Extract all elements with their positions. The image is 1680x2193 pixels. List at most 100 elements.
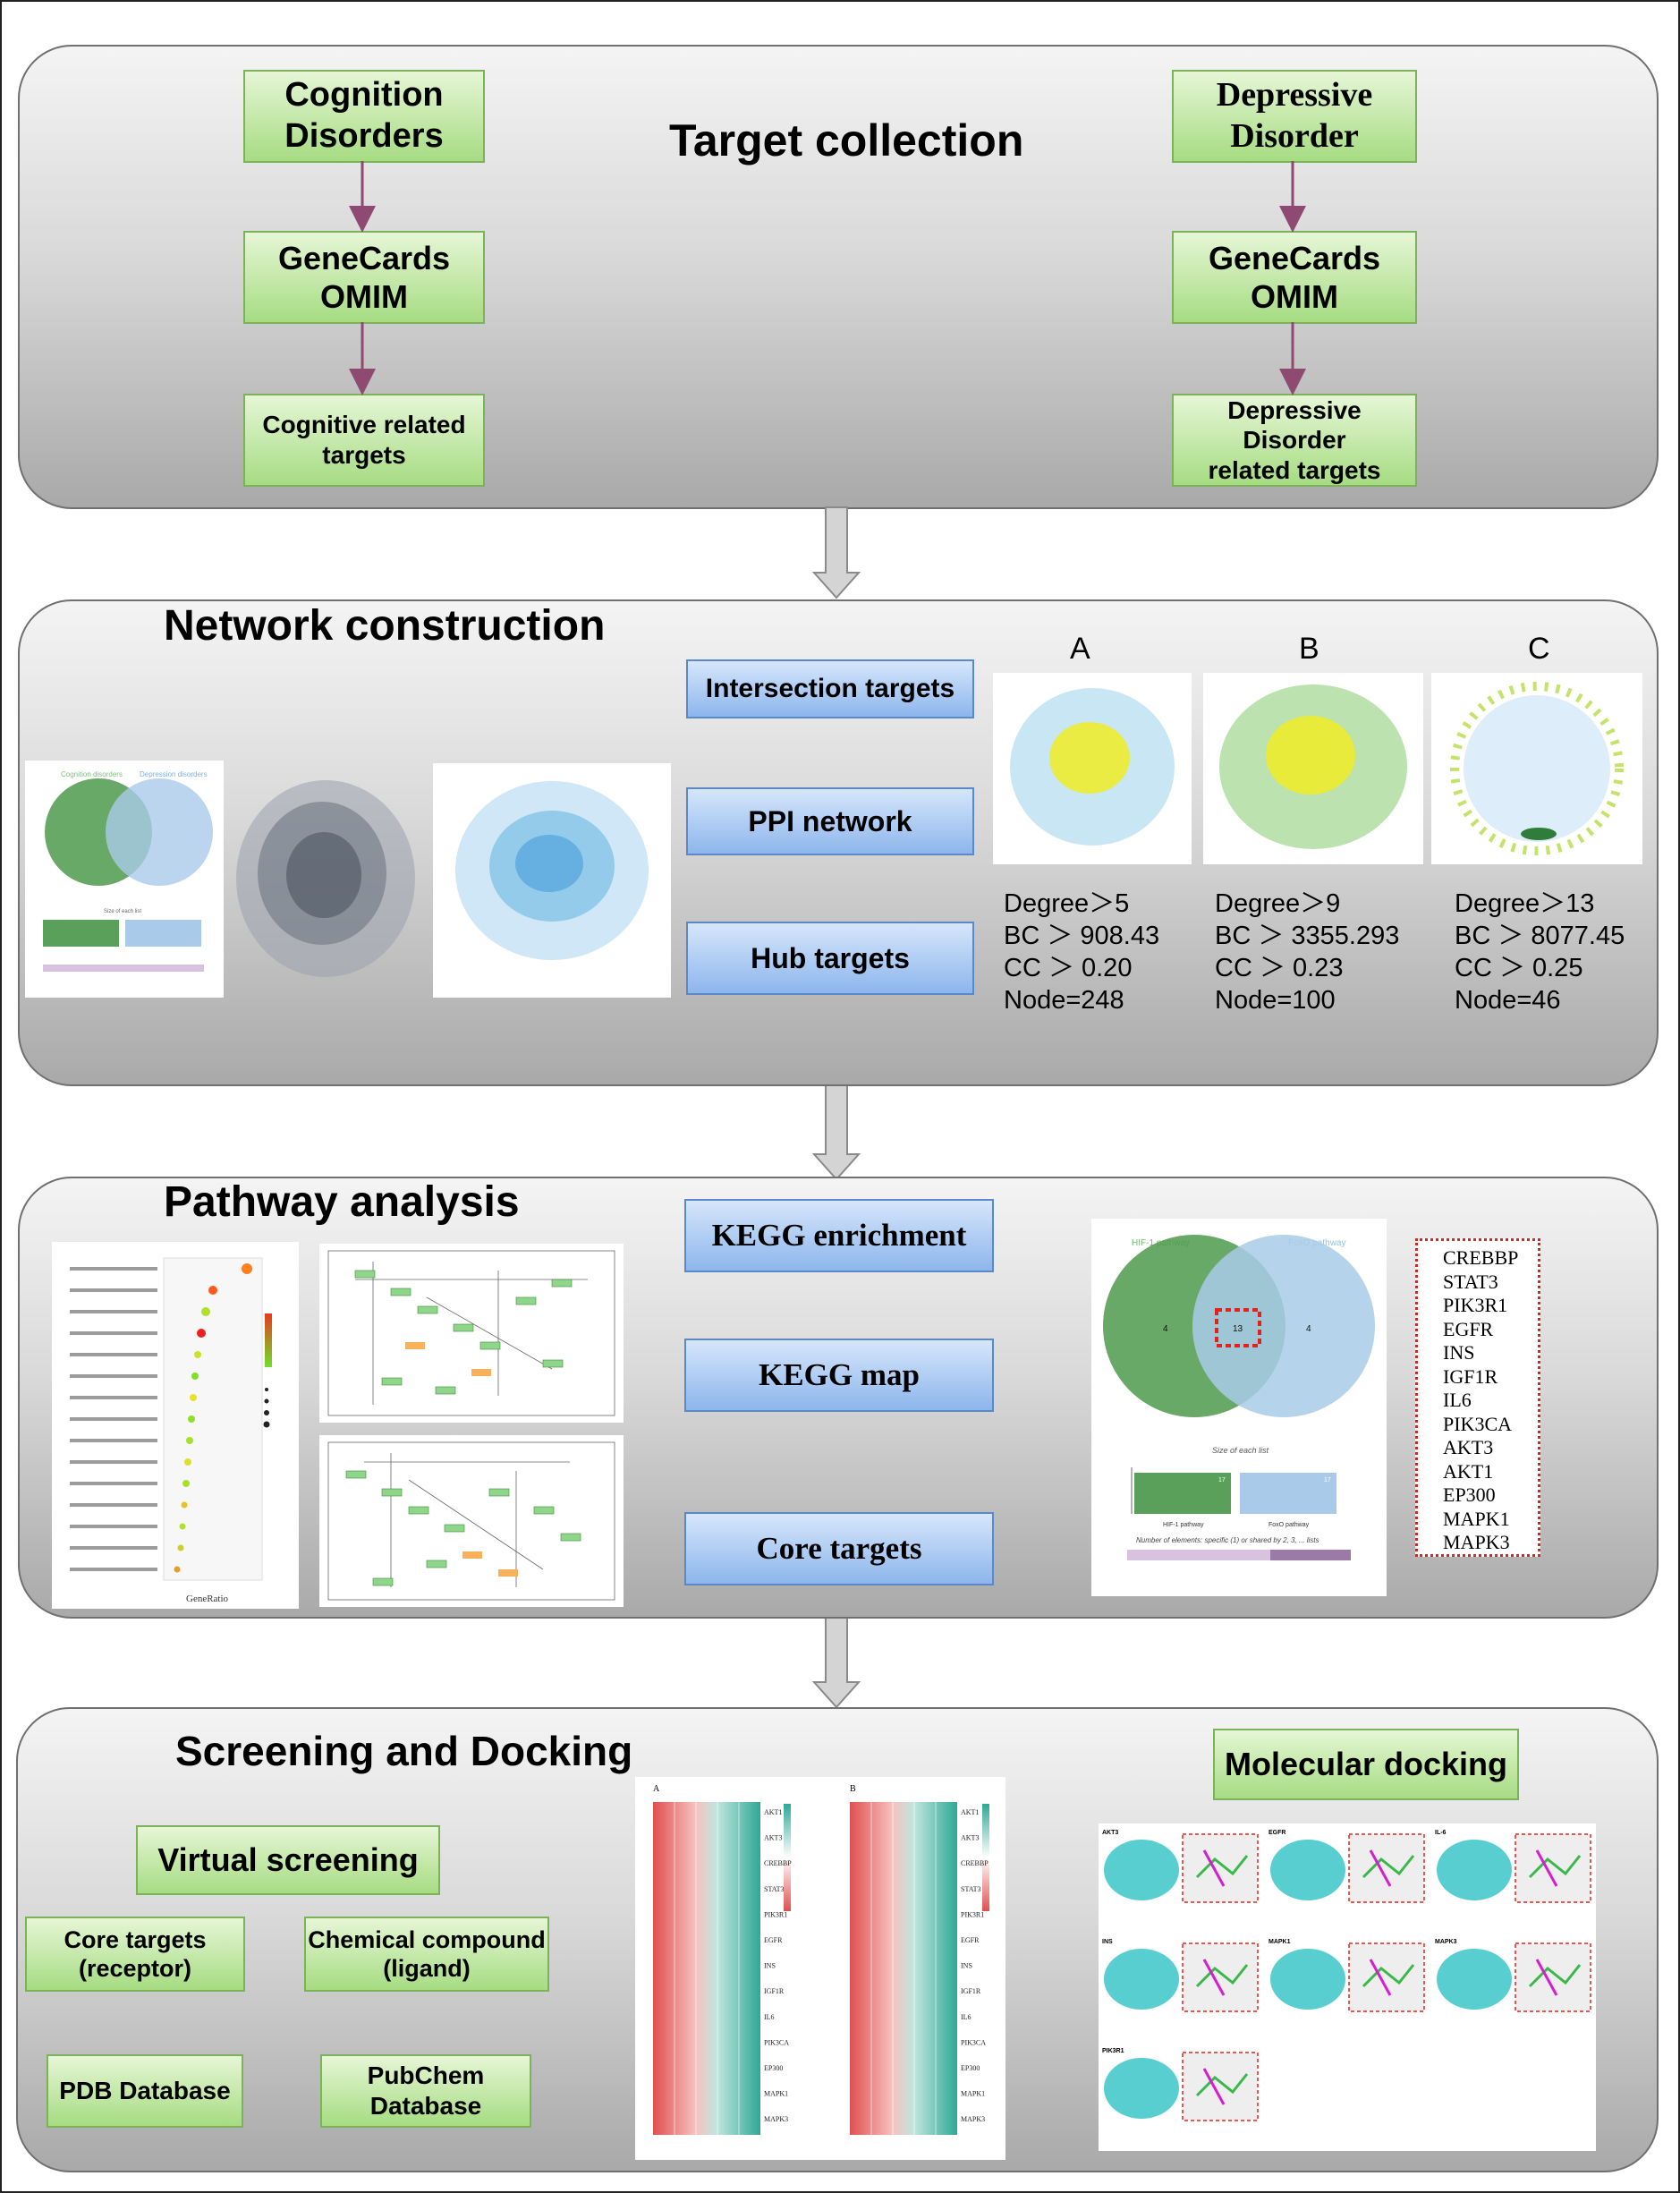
heatmap-gene-label: EGFR [764,1936,783,1944]
intersection-venn-image: Cognition disorders Depression disorders… [25,761,224,998]
heatmap-gene-label: PIK3R1 [961,1910,984,1918]
venn-mid-count: 13 [1233,1324,1243,1334]
venn-bar-label-2: FoxO pathway [1268,1522,1310,1528]
cognitive-targets-box: Cognitive related targets [243,394,485,487]
heatmap-gene-label: AKT3 [764,1834,782,1842]
genecards-omim-left-box: GeneCards OMIM [243,231,485,324]
heatmap-gene-label: MAPK3 [961,2115,985,2123]
subnetwork-b-label: B [1299,632,1319,666]
docking-cell: EGFR [1268,1830,1425,1903]
venn-bottom-caption: Number of elements: specific (1) or shar… [1136,1536,1319,1544]
subnetwork-b-stats: Degree＞9 BC ＞ 3355.293 CC ＞ 0.23 Node=10… [1215,889,1400,1015]
target-collection-title: Target collection [669,115,1024,166]
subnetwork-b-image [1203,673,1423,864]
gene-egfr: EGFR [1443,1317,1494,1340]
subnetwork-a-label: A [1070,632,1090,666]
depressive-targets-box: Depressive Disorder related targets [1172,394,1417,487]
heatmap-gene-label: EP300 [764,2064,783,2072]
gene-akt1: AKT1 [1443,1459,1494,1483]
heatmap-gene-label: STAT3 [764,1885,784,1893]
heatmap-gene-label: EGFR [961,1936,980,1944]
docking-cell: MAPK3 [1435,1939,1591,2012]
heatmap-gene-label: AKT1 [764,1808,782,1816]
pathway-venn-image: HIF-1 pathway FoxO pathway 4 13 4 Size o… [1091,1219,1387,1596]
heatmap-b-label: B [850,1784,856,1794]
gene-ep300: EP300 [1443,1483,1496,1506]
heatmap-gene-label: AKT1 [961,1808,979,1816]
virtual-screening-box: Virtual screening [136,1825,440,1895]
subnetwork-c-image [1431,673,1642,864]
gene-ins: INS [1443,1341,1475,1364]
heatmap-gene-label: PIK3CA [764,2038,789,2046]
docking-label: MAPK1 [1268,1939,1291,1945]
venn-size-title: Size of each list [104,909,141,914]
screening-docking-title: Screening and Docking [175,1728,633,1774]
gene-stat3: STAT3 [1443,1270,1498,1293]
gene-akt3: AKT3 [1443,1436,1494,1458]
core-targets-receptor-box: Core targets (receptor) [25,1917,245,1992]
heatmap-a-label: A [653,1784,660,1794]
docking-cell: AKT3 [1102,1830,1259,1903]
heatmap-gene-label: PIK3R1 [764,1910,787,1918]
pathway-analysis-title: Pathway analysis [164,1178,520,1226]
pdb-database-box: PDB Database [47,2054,243,2128]
docking-label: PIK3R1 [1102,2048,1124,2054]
depression-venn-label: Depression disorders [140,770,208,778]
heatmap-gene-label: MAPK1 [764,2090,788,2098]
heatmap-gene-label: STAT3 [961,1885,980,1893]
kegg-map-box: KEGG map [684,1339,994,1412]
gene-pik3r1: PIK3R1 [1443,1294,1508,1316]
subnetwork-a-image [993,673,1192,864]
gene-il6: IL6 [1443,1389,1472,1411]
kegg-map-image-1 [319,1244,624,1423]
heatmap-gene-label: IL6 [961,2013,972,2021]
cognition-disorders-box: Cognition Disorders [243,70,485,163]
molecular-docking-box: Molecular docking [1213,1729,1519,1800]
docking-label: INS [1102,1939,1113,1945]
heatmap-gene-label: EP300 [961,2064,980,2072]
gene-pik3ca: PIK3CA [1443,1412,1513,1435]
heatmap-gene-label: CREBBP [961,1859,988,1867]
kegg-enrichment-box: KEGG enrichment [684,1199,994,1272]
network-construction-title: Network construction [164,602,606,650]
gene-mapk1: MAPK1 [1443,1507,1510,1530]
heatmap-gene-label: IGF1R [764,1987,785,1995]
depressive-disorder-box: Depressive Disorder [1172,70,1417,163]
heatmap-gene-label: MAPK1 [961,2090,985,2098]
hub-targets-box: Hub targets [686,922,974,995]
core-targets-box: Core targets [684,1512,994,1585]
gene-mapk3: MAPK3 [1443,1531,1510,1553]
subnetwork-a-stats: Degree＞5 BC ＞ 908.43 CC ＞ 0.20 Node=248 [1004,889,1160,1015]
dotplot-xlabel: GeneRatio [186,1594,229,1604]
heatmap-gene-label: MAPK3 [764,2115,788,2123]
heatmap-gene-label: IGF1R [961,1987,981,1995]
heatmap-gene-label: CREBBP [764,1859,792,1867]
docking-label: AKT3 [1102,1830,1118,1836]
venn-bar-label-1: HIF-1 pathway [1163,1522,1204,1528]
heatmap-gene-label: PIK3CA [961,2038,986,2046]
heatmap-gene-label: INS [961,1962,972,1970]
ppi-network-box: PPI network [686,787,974,855]
heatmap-gene-label: IL6 [764,2013,775,2021]
docking-cell: PIK3R1 [1102,2048,1259,2121]
docking-label: MAPK3 [1435,1939,1457,1945]
docking-label: IL-6 [1435,1830,1447,1836]
heatmap-gene-label: INS [764,1962,776,1970]
gray-network-image [224,768,428,990]
docking-cell: INS [1102,1939,1259,2012]
subnetwork-c-label: C [1528,632,1550,666]
docking-cell: IL-6 [1435,1830,1591,1903]
chemical-compound-ligand-box: Chemical compound (ligand) [304,1917,549,1992]
intersection-targets-box: Intersection targets [686,659,974,718]
gene-crebbp: CREBBP [1443,1246,1519,1269]
docking-cell: MAPK1 [1268,1939,1425,2012]
venn-bar-value-1: 17 [1218,1477,1226,1483]
gene-igf1r: IGF1R [1443,1364,1498,1388]
venn-right-count: 4 [1306,1324,1311,1334]
kegg-map-image-2 [319,1435,624,1607]
blue-ppi-network-image [433,763,671,998]
venn-bar-value-2: 17 [1324,1477,1331,1483]
pubchem-database-box: PubChem Database [320,2054,531,2128]
